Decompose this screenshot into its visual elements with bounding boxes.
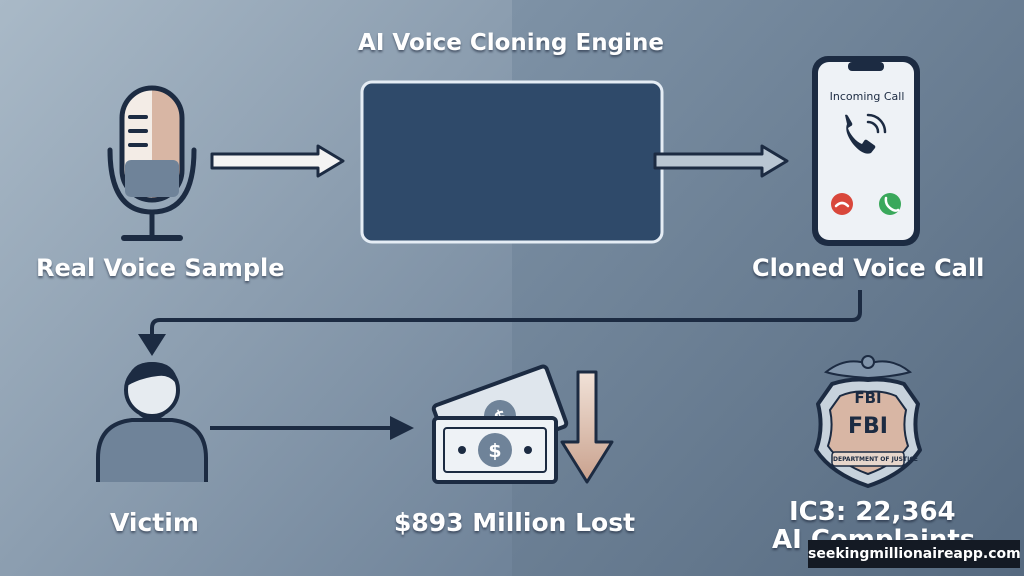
- arrow-victim-to-money: [210, 416, 414, 440]
- badge-ribbon-text: DEPARTMENT OF JUSTICE: [833, 456, 918, 463]
- badge-top-text: FBI: [854, 389, 882, 407]
- money-lost-label: $893 Million Lost: [394, 508, 636, 537]
- fbi-badge-icon: [814, 355, 922, 488]
- badge-main-text: FBI: [848, 414, 888, 439]
- down-arrow-icon: [560, 370, 614, 484]
- cash-icon: $ $: [431, 364, 569, 484]
- watermark-link[interactable]: seekingmillionaireapp.com: [808, 540, 1021, 568]
- ic3-count-label: IC3: 22,364: [789, 497, 956, 527]
- arrow-mic-to-engine: [210, 144, 345, 178]
- arrow-phone-to-victim: [138, 290, 862, 356]
- victim-label: Victim: [110, 508, 199, 537]
- person-icon: [96, 362, 208, 482]
- cloned-call-label: Cloned Voice Call: [752, 254, 985, 282]
- svg-text:$: $: [488, 440, 501, 462]
- real-voice-label: Real Voice Sample: [36, 254, 285, 282]
- arrow-engine-to-phone: [653, 144, 789, 178]
- engine-title: AI Voice Cloning Engine: [358, 30, 664, 56]
- waveform-icon: [360, 80, 664, 244]
- smartphone-icon: [812, 56, 920, 246]
- incoming-call-text: Incoming Call: [829, 90, 905, 103]
- microphone-icon: [107, 85, 197, 241]
